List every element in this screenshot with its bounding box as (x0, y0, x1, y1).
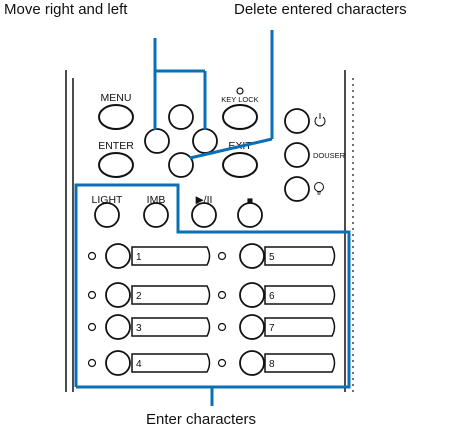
preset-3[interactable]: 3 (87, 314, 211, 340)
preset-5-indicator (217, 251, 227, 261)
callout-enter (74, 183, 351, 406)
lamp-button[interactable] (284, 176, 310, 202)
preset-4-button (105, 350, 131, 376)
douser-button[interactable] (284, 142, 310, 168)
preset-8-button (239, 350, 265, 376)
preset-1-button (105, 243, 131, 269)
annotation-delete: Delete entered characters (234, 1, 407, 18)
preset-6[interactable]: 6 (217, 282, 336, 308)
preset-8[interactable]: 8 (217, 350, 336, 376)
preset-2-button (105, 282, 131, 308)
menu-label: MENU (101, 92, 132, 104)
power-button[interactable] (284, 108, 310, 134)
keylock-button[interactable] (222, 104, 258, 130)
preset-3-indicator (87, 322, 97, 332)
up-button[interactable] (168, 104, 194, 130)
preset-6-number: 6 (269, 291, 275, 302)
light-button[interactable] (94, 202, 120, 228)
preset-8-number: 8 (269, 359, 275, 370)
douser-label: DOUSER (313, 151, 346, 160)
annotation-move: Move right and left (4, 1, 128, 18)
lamp-icon (314, 182, 324, 195)
preset-1-number: 1 (136, 252, 142, 263)
preset-4-indicator (87, 358, 97, 368)
preset-4-slot (131, 353, 211, 373)
preset-6-slot (264, 285, 336, 305)
preset-5-number: 5 (269, 252, 275, 263)
exit-button[interactable] (222, 152, 258, 178)
preset-1-slot (131, 246, 211, 266)
keylock-label: KEY LOCK (221, 95, 258, 104)
preset-8-slot (264, 353, 336, 373)
power-icon (314, 113, 326, 127)
preset-6-indicator (217, 290, 227, 300)
preset-1-indicator (87, 251, 97, 261)
preset-7-slot (264, 317, 336, 337)
preset-3-number: 3 (136, 323, 142, 334)
left-button[interactable] (144, 128, 170, 154)
preset-7-indicator (217, 322, 227, 332)
preset-2-indicator (87, 290, 97, 300)
preset-4-number: 4 (136, 359, 142, 370)
menu-button[interactable] (98, 104, 134, 130)
preset-8-indicator (217, 358, 227, 368)
preset-7-button (239, 314, 265, 340)
preset-2-slot (131, 285, 211, 305)
preset-2-number: 2 (136, 291, 142, 302)
preset-5-slot (264, 246, 336, 266)
callout-delete (189, 30, 274, 160)
down-button[interactable] (168, 152, 194, 178)
preset-7[interactable]: 7 (217, 314, 336, 340)
preset-5[interactable]: 5 (217, 243, 336, 269)
enter-label: ENTER (98, 140, 134, 152)
preset-7-number: 7 (269, 323, 275, 334)
keylock-indicator (236, 87, 244, 95)
callout-move (153, 38, 207, 130)
preset-4[interactable]: 4 (87, 350, 211, 376)
preset-6-button (239, 282, 265, 308)
light-label: LIGHT (92, 194, 124, 206)
stop-label: ■ (247, 195, 253, 207)
preset-3-button (105, 314, 131, 340)
enter-button[interactable] (98, 152, 134, 178)
preset-2[interactable]: 2 (87, 282, 211, 308)
annotation-enter: Enter characters (146, 411, 257, 428)
imb-button[interactable] (143, 202, 169, 228)
preset-1[interactable]: 1 (87, 243, 211, 269)
preset-3-slot (131, 317, 211, 337)
stop-button[interactable] (237, 202, 263, 228)
preset-5-button (239, 243, 265, 269)
play-pause-button[interactable] (191, 202, 217, 228)
right-button[interactable] (192, 128, 218, 154)
